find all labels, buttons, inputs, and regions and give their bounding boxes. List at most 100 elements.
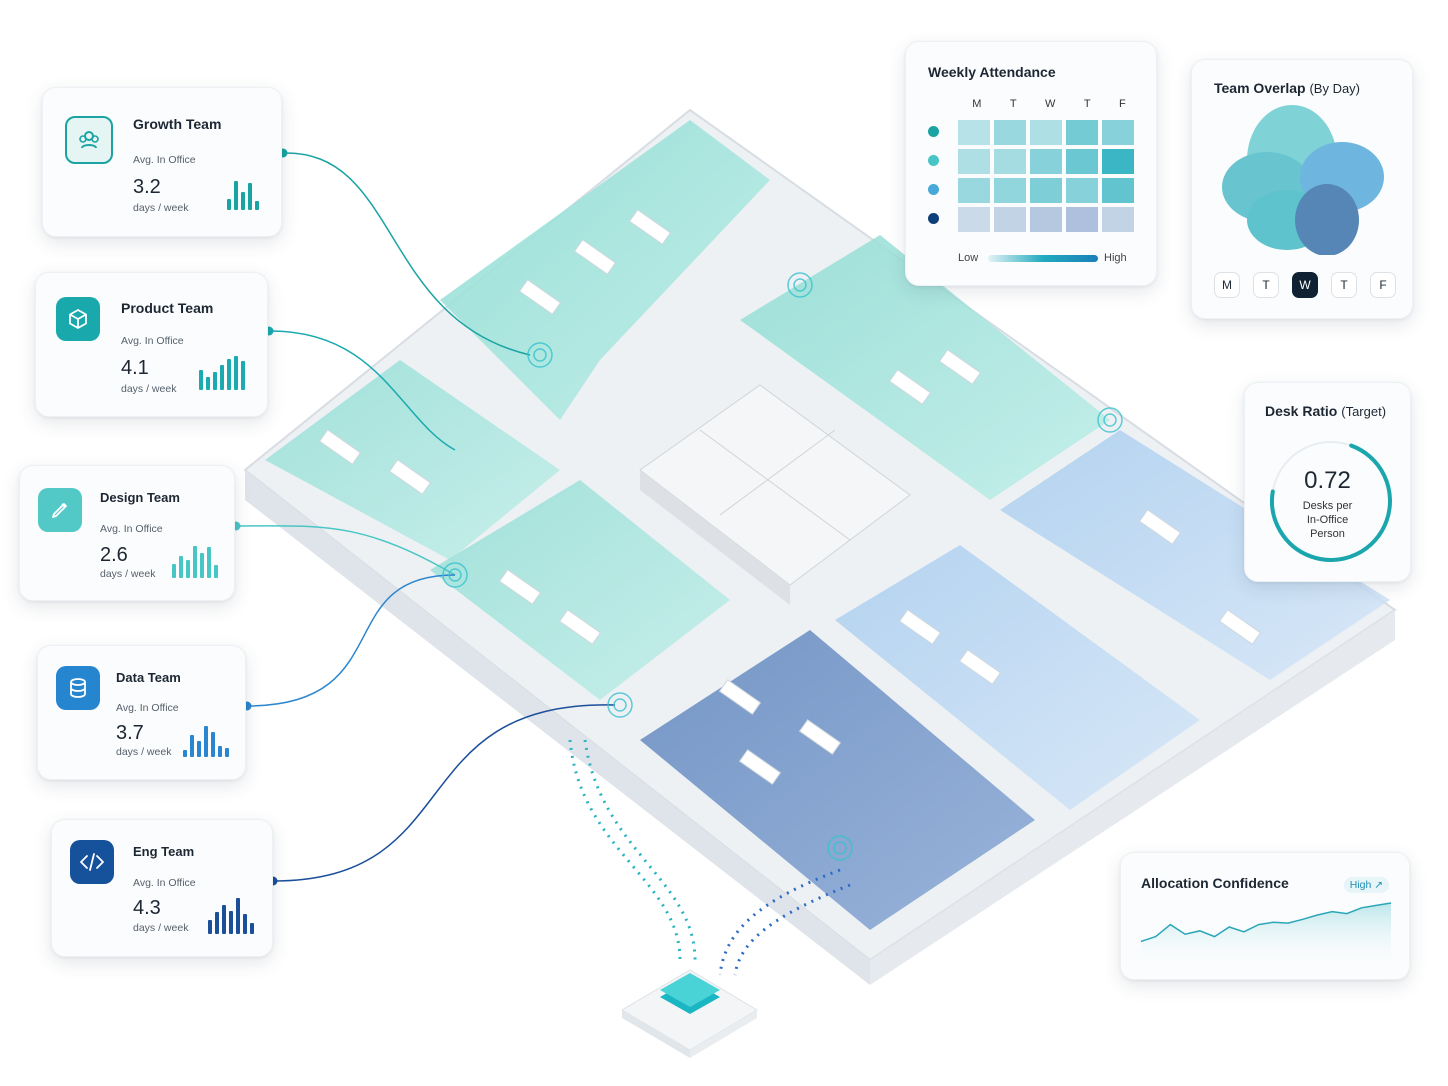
heatmap-cell [1102, 149, 1134, 174]
team-card-data[interactable]: Data Team Avg. In Office 3.7 days / week [37, 645, 246, 780]
mini-bar [229, 910, 233, 934]
mini-bar [248, 183, 252, 210]
heatmap-cell [1066, 149, 1098, 174]
team-card-eng[interactable]: Eng Team Avg. In Office 4.3 days / week [51, 819, 273, 957]
mini-bar [225, 748, 229, 757]
team-name: Product Team [121, 300, 214, 316]
mini-bar [213, 372, 217, 390]
legend-low-label: Low [958, 252, 979, 264]
day-button-thu[interactable]: T [1331, 272, 1357, 298]
team-metric-unit: days / week [100, 568, 156, 580]
mini-bar [183, 749, 187, 757]
team-card-product[interactable]: Product Team Avg. In Office 4.1 days / w… [35, 272, 268, 417]
zone-product [740, 235, 1110, 500]
team-overlap-title: Team Overlap (By Day) [1214, 80, 1361, 96]
overlap-venn-diagram [1222, 105, 1384, 255]
people-icon [65, 116, 113, 164]
day-button-tue[interactable]: T [1253, 272, 1279, 298]
heatmap-cell [1030, 120, 1062, 145]
team-metric-label: Avg. In Office [133, 877, 196, 889]
mini-bar [190, 735, 194, 757]
team-metric-value: 3.7 [116, 722, 144, 744]
team-metric-label: Avg. In Office [133, 154, 196, 166]
attendance-heatmap [958, 120, 1134, 232]
team-overlap-card[interactable]: Team Overlap (By Day) M T W T F [1191, 59, 1413, 319]
team-color-dot [928, 155, 939, 166]
heatmap-cell [1030, 149, 1062, 174]
heatmap-cell [1102, 178, 1134, 203]
mini-bar [193, 545, 197, 578]
mini-bar [220, 364, 224, 390]
heatmap-cell [958, 149, 990, 174]
heatmap-cell [1102, 207, 1134, 232]
weekly-attendance-days: M T W T F [958, 98, 1140, 110]
team-metric-unit: days / week [133, 202, 189, 214]
heatmap-cell [994, 207, 1026, 232]
heatmap-cell [1030, 207, 1062, 232]
desk-ratio-caption: Desks per In-Office Person [1302, 500, 1353, 540]
team-mini-bar-chart [183, 717, 229, 757]
mini-bar [218, 746, 222, 757]
mini-bar [200, 552, 204, 578]
team-metric-label: Avg. In Office [121, 335, 184, 347]
heatmap-cell [1030, 178, 1062, 203]
mini-bar [227, 359, 231, 390]
heatmap-cell [1066, 178, 1098, 203]
mini-bar [211, 731, 215, 757]
weekly-attendance-card[interactable]: Weekly Attendance M T W T F Low High [905, 41, 1157, 286]
team-mini-bar-chart [172, 538, 218, 578]
day-button-wed[interactable]: W [1292, 272, 1318, 298]
team-metric-value: 2.6 [100, 544, 128, 566]
mini-bar [215, 912, 219, 934]
legend-gradient-bar [988, 255, 1098, 262]
mini-bar [186, 560, 190, 578]
mini-bar [243, 914, 247, 934]
team-metric-label: Avg. In Office [100, 523, 163, 535]
desk-ratio-card[interactable]: Desk Ratio (Target) 0.72 Desks per In-Of… [1244, 382, 1411, 582]
team-metric-value: 3.2 [133, 176, 161, 198]
pen-icon [38, 488, 82, 532]
day-button-mon[interactable]: M [1214, 272, 1240, 298]
desk-ratio-title: Desk Ratio (Target) [1265, 403, 1387, 419]
team-card-growth[interactable]: Growth Team Avg. In Office 3.2 days / we… [42, 87, 282, 237]
zone-data-right [1000, 430, 1390, 680]
heatmap-cell [958, 120, 990, 145]
heatmap-cell [1066, 207, 1098, 232]
day-label: M [972, 98, 982, 110]
day-button-fri[interactable]: F [1370, 272, 1396, 298]
team-color-dot [928, 184, 939, 195]
team-mini-bar-chart [199, 350, 245, 390]
mini-bar [214, 565, 218, 578]
team-mini-bar-chart [208, 894, 254, 934]
desk-ratio-gauge [1270, 440, 1392, 562]
weekly-attendance-title: Weekly Attendance [928, 64, 1056, 80]
heatmap-cell [994, 178, 1026, 203]
mini-bar [250, 923, 254, 934]
allocation-confidence-card[interactable]: Allocation Confidence High ↗ [1120, 852, 1410, 980]
zone-data [835, 545, 1200, 810]
team-metric-unit: days / week [121, 383, 177, 395]
heatmap-cell [1066, 120, 1098, 145]
mini-bar [255, 201, 259, 210]
mini-bar [234, 355, 238, 390]
confidence-trend-chart [1140, 902, 1392, 971]
mini-bar [222, 905, 226, 934]
mini-bar [197, 740, 201, 757]
mini-bar [241, 361, 245, 390]
data-hub-icon [621, 969, 758, 1058]
team-name: Eng Team [133, 844, 195, 859]
day-label: T [1083, 98, 1091, 110]
mini-bar [204, 726, 208, 757]
day-label: T [1009, 98, 1017, 110]
mini-bar [241, 192, 245, 210]
heatmap-cell [958, 207, 990, 232]
team-name: Data Team [116, 670, 181, 685]
heatmap-cell [1102, 120, 1134, 145]
mini-bar [227, 199, 231, 210]
legend-high-label: High [1104, 252, 1127, 264]
team-metric-unit: days / week [133, 922, 189, 934]
team-metric-value: 4.1 [121, 357, 149, 379]
team-card-design[interactable]: Design Team Avg. In Office 2.6 days / we… [19, 465, 235, 601]
mini-bar [206, 377, 210, 390]
